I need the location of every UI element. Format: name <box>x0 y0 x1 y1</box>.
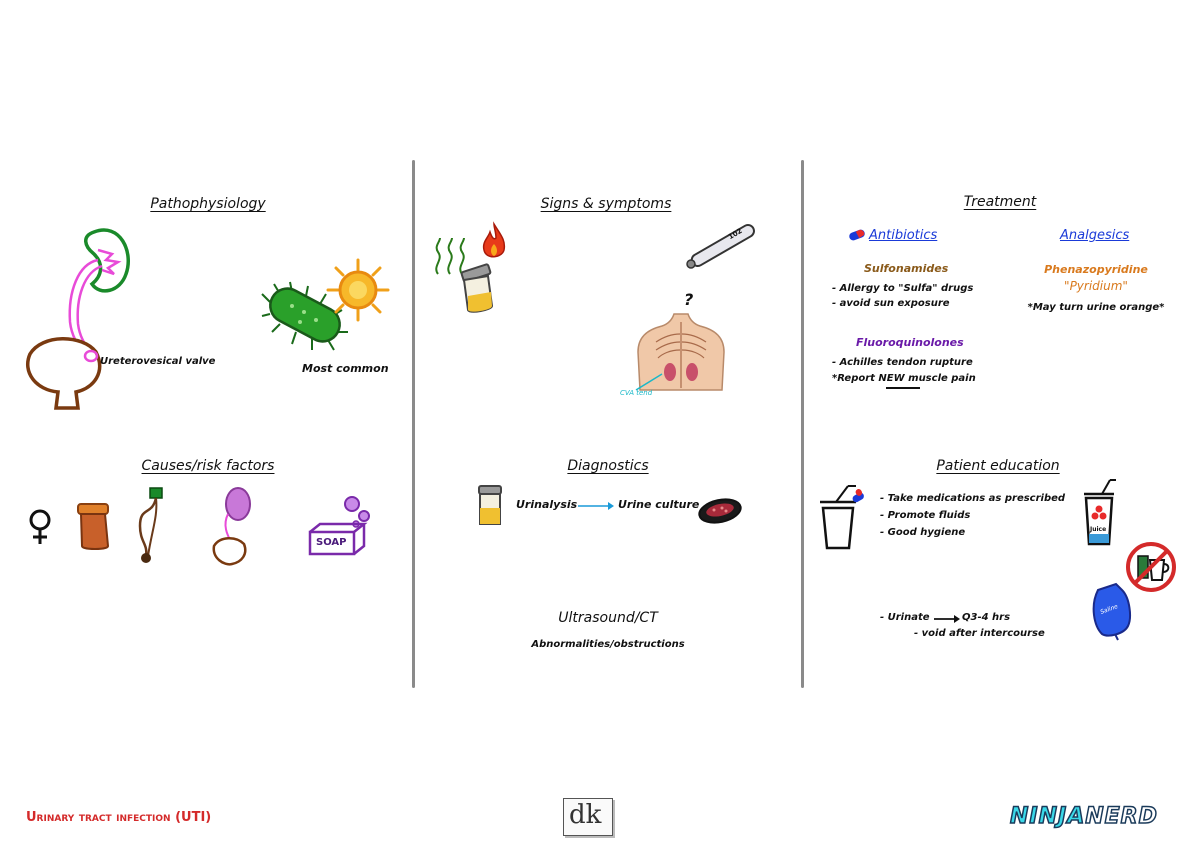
education-item-3: - Good hygiene <box>880 527 966 538</box>
footer-title: Urinary tract infection (UTI) <box>26 810 212 825</box>
ultrasound-ct-label: Ultrasound/CT <box>558 610 658 626</box>
soap-label: SOAP <box>316 537 347 548</box>
petri-dish-icon <box>698 498 742 524</box>
diagnostics-heading: Diagnostics <box>567 458 649 474</box>
thermometer-icon <box>686 224 755 269</box>
abnormalities-label: Abnormalities/obstructions <box>531 639 685 650</box>
virus-icon <box>326 258 390 322</box>
causes-heading: Causes/risk factors <box>141 458 275 474</box>
fluoro-note-2: *Report NEW muscle pain <box>832 373 976 384</box>
nerd-wordmark: NERD <box>1084 803 1158 830</box>
urinalysis-label: Urinalysis <box>516 498 578 511</box>
iv-bag-icon <box>1092 582 1131 641</box>
phenazopyridine-label: Phenazopyridine <box>1044 263 1148 276</box>
patient-education-heading: Patient education <box>936 458 1060 474</box>
kidney-ureter-bladder-icon <box>26 228 130 410</box>
ureterovesical-valve-label: Ureterovesical valve <box>100 356 216 367</box>
foul-odor-icon <box>435 237 465 275</box>
treatment-heading: Treatment <box>963 194 1037 210</box>
juice-label: Juice <box>1090 526 1107 533</box>
tenderness-pointer-line <box>635 373 663 391</box>
ninja-wordmark: NINJA <box>1009 803 1086 830</box>
no-caffeine-icon <box>1126 542 1176 592</box>
analgesics-title: Analgesics <box>1060 228 1130 243</box>
question-mark: ? <box>684 290 694 309</box>
divider-left <box>412 160 415 688</box>
sulfa-note-1: - Allergy to "Sulfa" drugs <box>832 283 974 294</box>
center-logo-text: dk <box>569 800 602 830</box>
education-item-1: - Take medications as prescribed <box>880 493 1066 504</box>
education-item-2: - Promote fluids <box>880 510 971 521</box>
fluoroquinolones-label: Fluoroquinolones <box>856 336 964 349</box>
juice-cup-icon <box>1084 479 1116 546</box>
divider-right <box>801 160 804 688</box>
kidney-bladder-small-icon <box>212 487 251 566</box>
antibiotics-title: Antibiotics <box>869 228 938 243</box>
drink-cup-icon <box>820 485 864 550</box>
urinate-arrow <box>934 615 960 623</box>
cva-tenderness-label: CVA tend <box>620 389 653 397</box>
torso-kidneys-icon <box>637 313 725 391</box>
orange-urine-note: *May turn urine orange* <box>1027 302 1165 313</box>
pill-bottle-icon <box>77 503 110 550</box>
urine-sample-cup-icon <box>460 263 494 313</box>
pyridium-label: "Pyridium" <box>1064 279 1128 293</box>
ninja-nerd-logo: NINJANERD <box>1009 803 1158 830</box>
arrow-to-culture <box>578 502 614 510</box>
urinate-frequency: Q3-4 hrs <box>962 612 1011 623</box>
soap-icon <box>308 496 370 556</box>
capsule-icon <box>849 229 865 241</box>
sulfonamides-label: Sulfonamides <box>864 262 949 275</box>
signs-heading: Signs & symptoms <box>540 196 672 212</box>
center-logo <box>563 798 613 836</box>
new-underline <box>886 387 920 389</box>
urinate-label: - Urinate <box>880 612 930 623</box>
specimen-cup-icon <box>478 485 502 525</box>
void-after-intercourse: - void after intercourse <box>914 628 1045 639</box>
most-common-label: Most common <box>302 362 389 375</box>
sulfa-note-2: - avoid sun exposure <box>832 298 950 309</box>
female-symbol-icon <box>29 509 51 544</box>
fire-icon <box>482 221 506 258</box>
bacteria-icon <box>261 281 348 351</box>
fluoro-note-1: - Achilles tendon rupture <box>832 357 973 368</box>
catheter-icon <box>138 487 163 563</box>
urine-culture-label: Urine culture <box>618 498 700 511</box>
pathophysiology-heading: Pathophysiology <box>150 196 266 212</box>
